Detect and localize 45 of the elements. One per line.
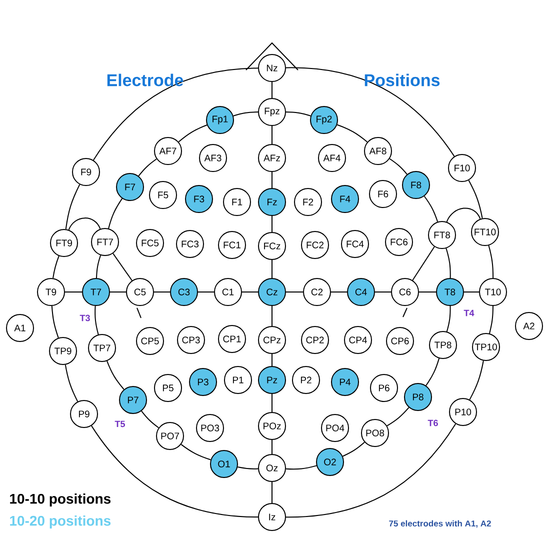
- connector-line: [138, 158, 158, 176]
- legend-text: 10-10 positions: [10, 493, 111, 507]
- connector-line: [424, 196, 438, 222]
- legend-text: 10-20 positions: [10, 515, 111, 529]
- connector-line: [141, 410, 160, 428]
- connector-line: [286, 112, 312, 116]
- connector-line: [108, 198, 123, 229]
- connector-line: [232, 112, 258, 116]
- connector-line: [51, 305, 59, 338]
- electrode-label: T3: [80, 314, 90, 322]
- connector-line: [91, 425, 258, 518]
- connector-line: [446, 248, 451, 278]
- title-text: Electrode: [107, 74, 184, 86]
- connector-line: [237, 466, 259, 470]
- connector-line: [112, 252, 132, 282]
- connector-line: [106, 360, 124, 390]
- connector-line: [489, 306, 494, 334]
- electrode-label: T5: [114, 420, 125, 428]
- connector-line: [468, 180, 483, 219]
- connector-line: [342, 442, 365, 457]
- connector-line: [180, 444, 212, 460]
- connector-line: [446, 306, 451, 332]
- connector-line: [285, 465, 317, 470]
- connector-line: [64, 364, 78, 402]
- connector-line: [469, 360, 484, 400]
- connector-line: [488, 245, 494, 278]
- connector-line: [446, 208, 481, 222]
- connector-line: [96, 254, 102, 278]
- connector-line: [389, 158, 408, 175]
- connector-line: [92, 68, 258, 161]
- connector-line: [178, 124, 208, 142]
- electrode-label: T4: [464, 310, 474, 316]
- connector-line: [386, 407, 410, 426]
- connector-line: [286, 67, 455, 157]
- electrode-label: T6: [428, 420, 438, 426]
- connector-line: [286, 423, 456, 518]
- title-text: Positions: [364, 74, 440, 86]
- connector-line: [52, 256, 60, 279]
- note-text: 75 electrodes with A1, A2: [389, 520, 491, 528]
- connector-line: [412, 246, 435, 281]
- connector-line: [336, 124, 368, 142]
- connector-line: [94, 305, 99, 335]
- connector-line: [65, 184, 80, 230]
- connector-line: [426, 358, 440, 386]
- connector-line: [68, 218, 101, 230]
